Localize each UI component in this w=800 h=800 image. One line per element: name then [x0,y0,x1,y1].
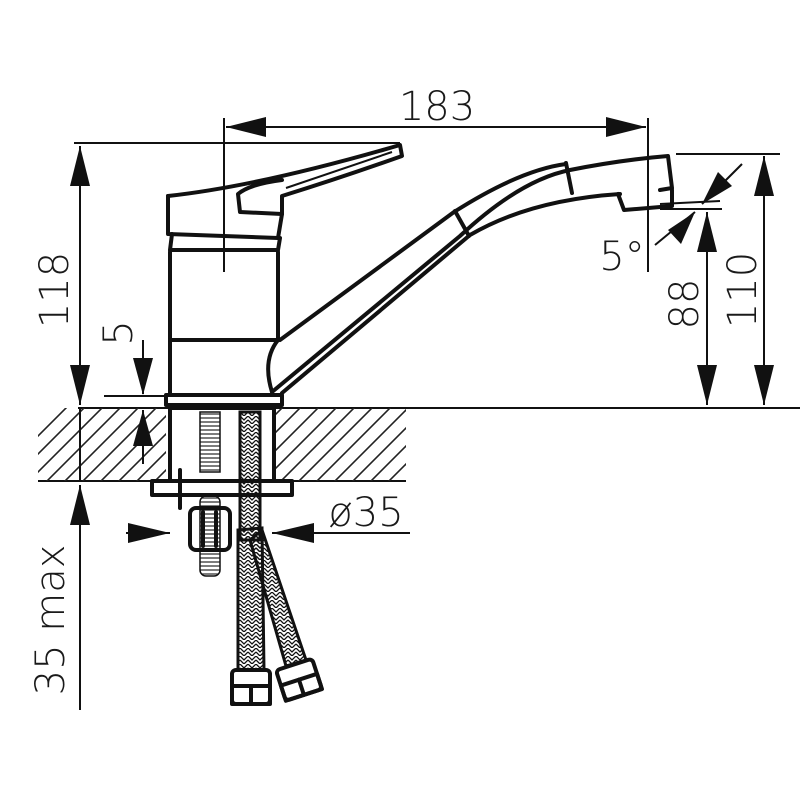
dimension-reach: 183 [223,84,649,272]
dimension-aerator-angle: 5° [599,163,743,280]
dimension-aerator-clearance: 88 [660,208,722,405]
lever-handle [166,143,404,216]
dimension-base-ring: 5 [96,320,166,464]
base-ring-label: 5 [96,320,142,345]
hole-diameter-label: ø35 [328,490,403,536]
dimension-total-height: 118 [32,142,400,405]
aerator [616,188,674,212]
faucet-body [164,143,674,407]
counter-thickness-label: 35 max [28,545,74,696]
aerator-angle-label: 5° [599,234,644,280]
spout [270,154,674,394]
reach-label: 183 [399,84,475,130]
dimension-hole-diameter: ø35 [126,490,410,543]
mounting-hardware [150,406,324,706]
countertop-section [38,407,800,482]
aerator-clearance-label: 88 [662,279,708,330]
dimension-spout-height: 110 [676,153,780,405]
dimension-counter-thickness: 35 max [28,408,90,710]
spout-height-label: 110 [720,252,766,328]
total-height-label: 118 [32,252,78,328]
